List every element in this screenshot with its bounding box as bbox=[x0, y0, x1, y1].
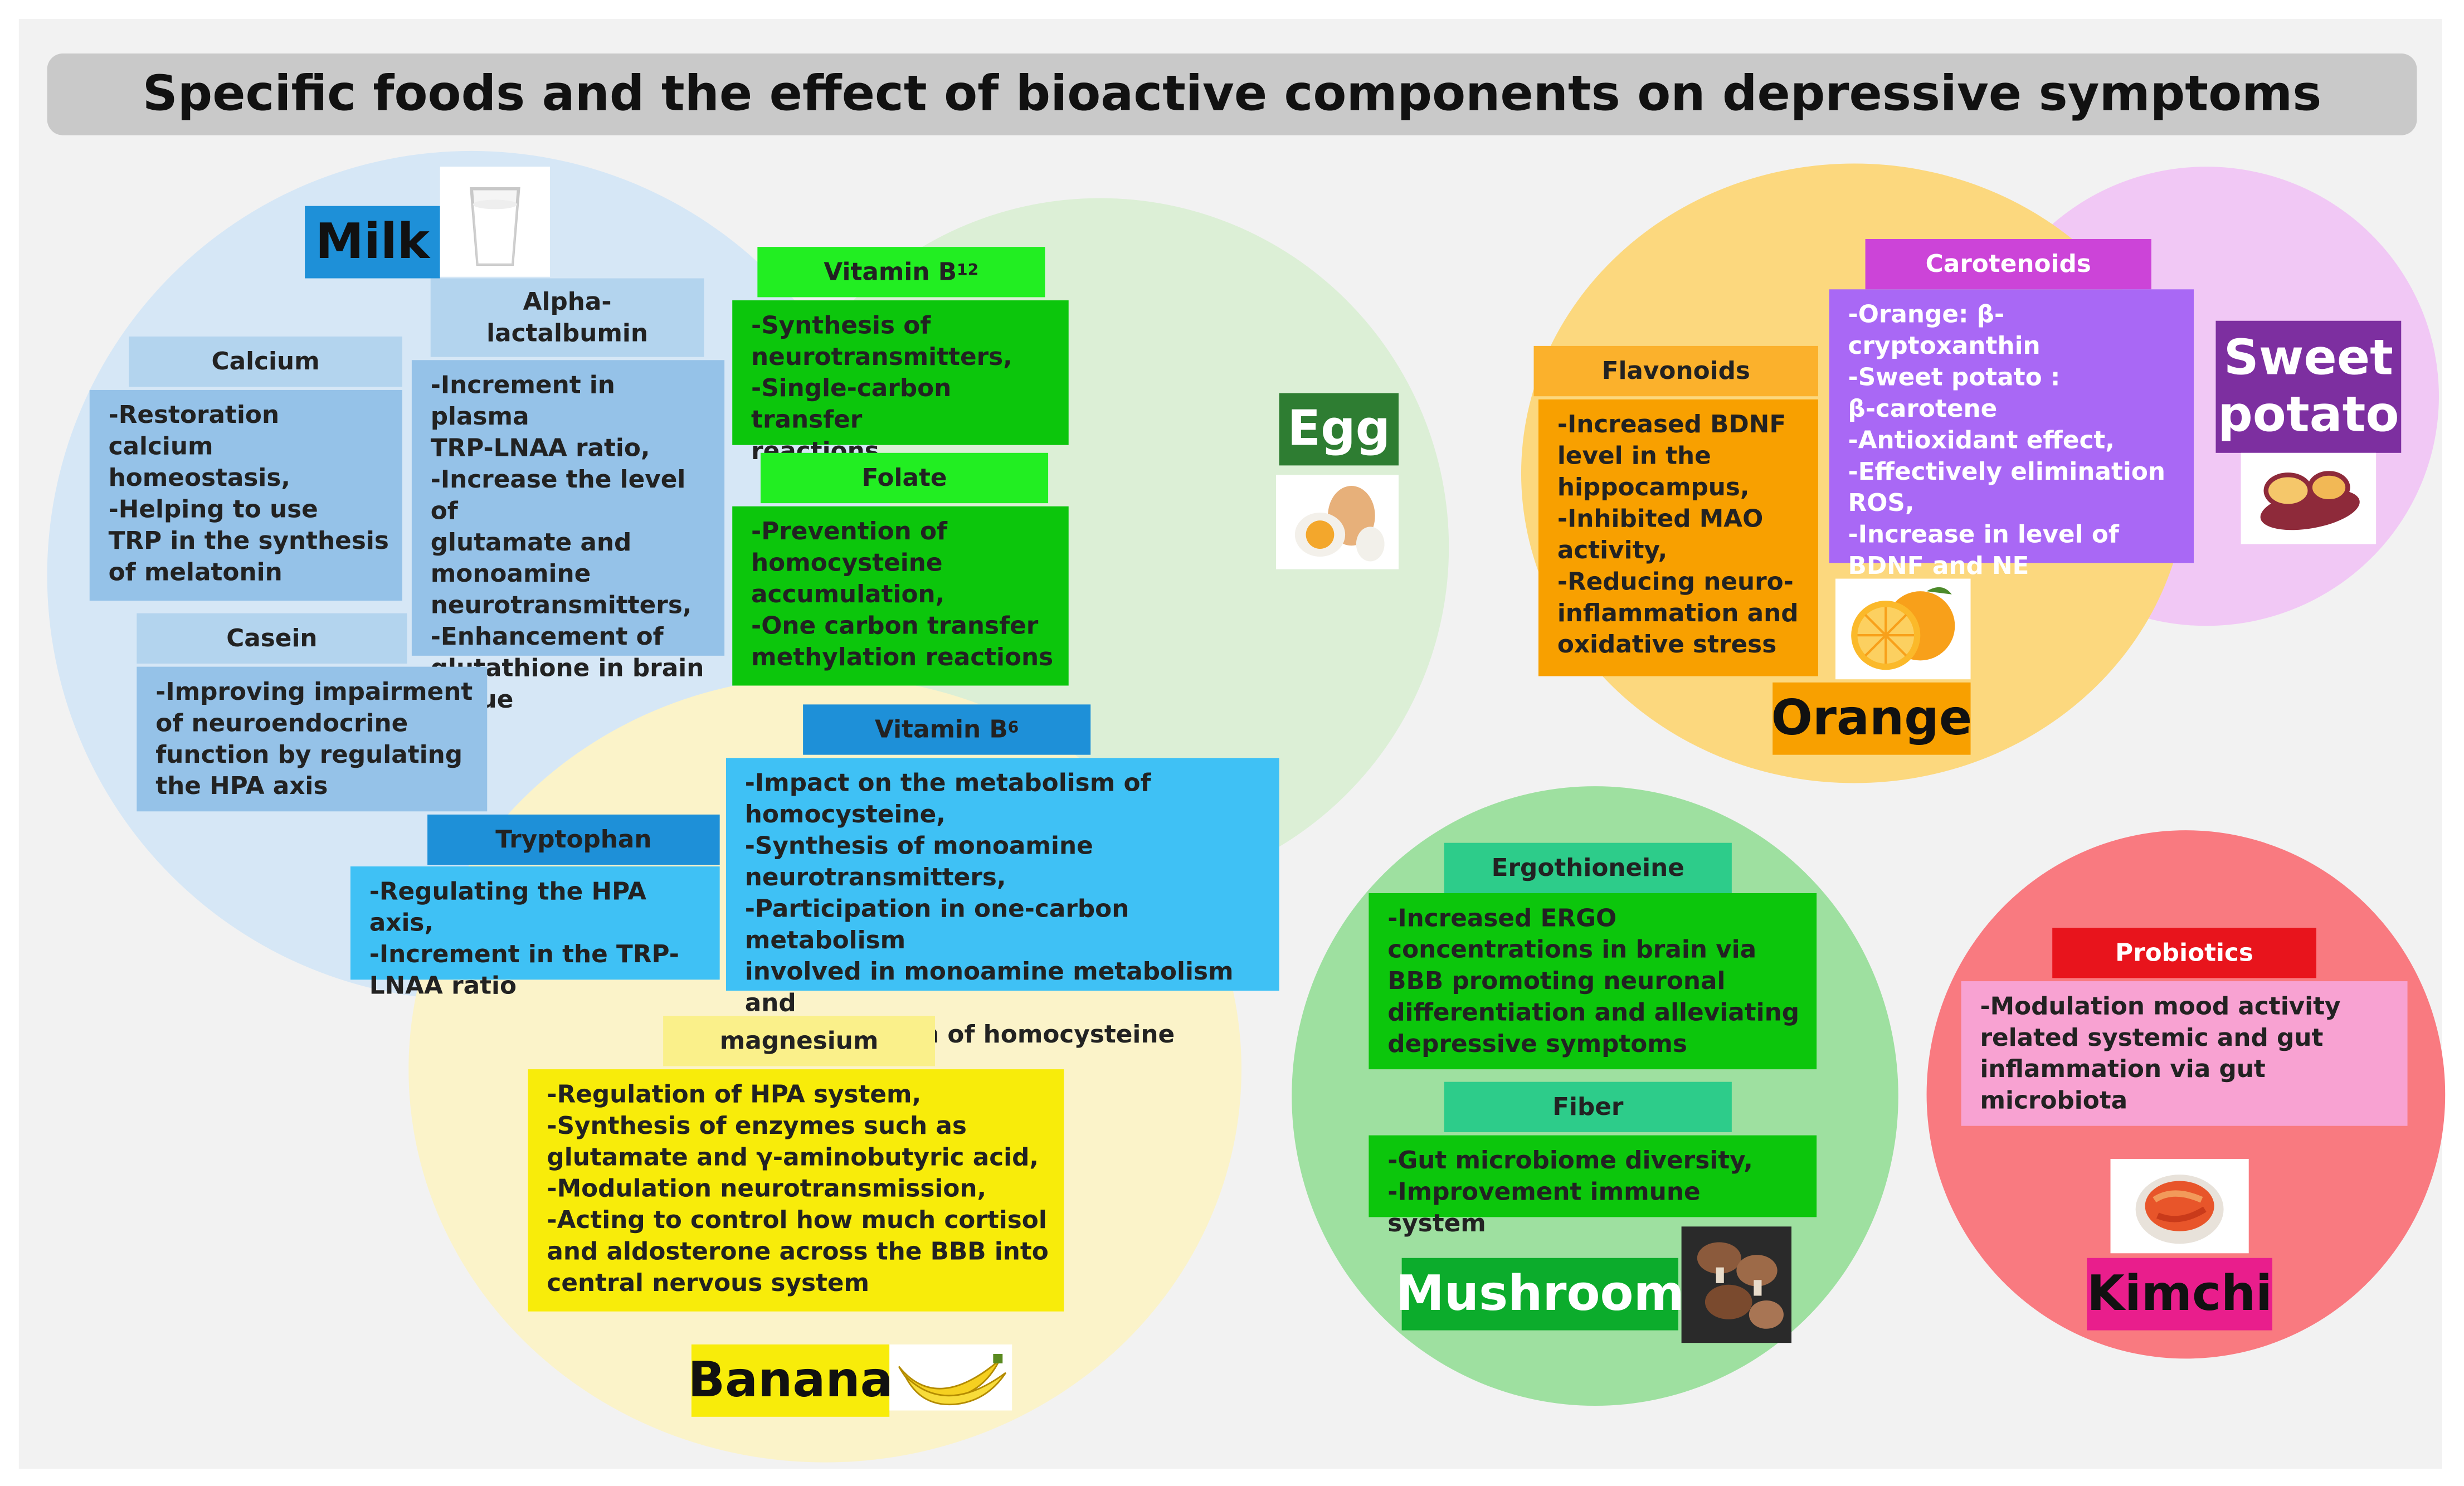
vitamin-b6-effects: -Impact on the metabolism of homocystein… bbox=[725, 758, 1279, 1049]
sweet-potato-label: Sweet potato bbox=[2215, 320, 2402, 453]
carotenoids-header: Carotenoids bbox=[1865, 238, 2151, 290]
carotenoids-effects: -Orange: β-cryptoxanthin -Sweet potato :… bbox=[1829, 289, 2194, 580]
ergothioneine-effects: -Increased ERGO concentrations in brain … bbox=[1369, 893, 1817, 1070]
folate-effects: -Prevention of homocysteine accumulation… bbox=[732, 506, 1069, 686]
casein-header: Casein bbox=[137, 613, 407, 664]
vitamin-b12-subscript: 12 bbox=[957, 262, 979, 280]
kimchi-label: Kimchi bbox=[2087, 1258, 2272, 1331]
orange-image bbox=[1835, 578, 1971, 680]
probiotics-header: Probiotics bbox=[2052, 928, 2316, 978]
magnesium-header: magnesium bbox=[663, 1016, 936, 1066]
vitamin-b6-subscript: 6 bbox=[1007, 720, 1019, 738]
fiber-effects: -Gut microbiome diversity, -Improvement … bbox=[1369, 1135, 1817, 1237]
milk-label: Milk bbox=[305, 206, 440, 279]
casein-effects: -Improving impairment of neuroendocrine … bbox=[137, 666, 488, 812]
calcium-header: Calcium bbox=[129, 336, 402, 387]
milk-glass-image bbox=[440, 167, 551, 277]
orange-label: Orange bbox=[1771, 682, 1972, 755]
ergothioneine-header: Ergothioneine bbox=[1444, 842, 1732, 894]
vitamin-b12-name: Vitamin B bbox=[824, 257, 957, 286]
banana-label: Banana bbox=[688, 1344, 893, 1417]
calcium-effects: -Restoration calcium homeostasis, -Helpi… bbox=[89, 389, 402, 601]
banana-image bbox=[889, 1344, 1012, 1411]
vitamin-b6-name: Vitamin B bbox=[875, 715, 1008, 744]
fiber-header: Fiber bbox=[1444, 1081, 1732, 1132]
egg-label: Egg bbox=[1279, 393, 1399, 466]
alpha-lactalbumin-effects: -Increment in plasma TRP-LNAA ratio, -In… bbox=[411, 360, 725, 714]
tryptophan-effects: -Regulating the HPA axis, -Increment in … bbox=[350, 866, 720, 1000]
probiotics-effects: -Modulation mood activity related system… bbox=[1961, 981, 2408, 1126]
sweet-potato-image bbox=[2241, 452, 2377, 544]
tryptophan-header: Tryptophan bbox=[427, 814, 720, 865]
alpha-lactalbumin-header: Alpha- lactalbumin bbox=[430, 278, 704, 357]
mushroom-label: Mushroom bbox=[1396, 1258, 1684, 1331]
kimchi-image bbox=[2110, 1158, 2249, 1254]
magnesium-effects: -Regulation of HPA system, -Synthesis of… bbox=[528, 1069, 1064, 1312]
mushroom-image bbox=[1681, 1226, 1792, 1343]
vitamin-b12-effects: -Synthesis of neurotransmitters, -Single… bbox=[732, 300, 1069, 465]
folate-header: Folate bbox=[760, 452, 1049, 504]
page-title: Specific foods and the effect of bioacti… bbox=[47, 53, 2417, 135]
eggs-image bbox=[1276, 475, 1399, 569]
flavonoids-effects: -Increased BDNF level in the hippocampus… bbox=[1538, 399, 1818, 676]
flavonoids-header: Flavonoids bbox=[1533, 345, 1818, 397]
